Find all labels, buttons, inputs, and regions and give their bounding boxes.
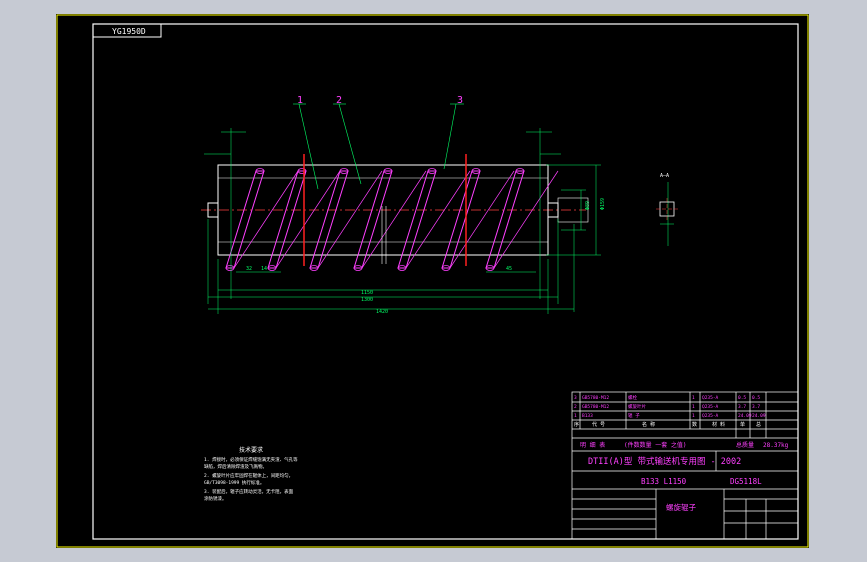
code-left: B133 L1150 <box>641 477 687 486</box>
helix-back-edge-6 <box>449 170 515 269</box>
helix-back-edge-2 <box>275 170 341 269</box>
parts-header-cell: 总 <box>756 421 761 428</box>
parts-cell-code: B133 <box>582 413 593 419</box>
parts-header-cell: 序 <box>574 421 579 428</box>
helix-blade-6 <box>441 170 481 269</box>
parts-header-cell: 材 料 <box>712 421 725 428</box>
helix-turn-7-1 <box>515 168 525 174</box>
helix-back-edge-5 <box>405 170 471 269</box>
parts-cell-name: 螺栓 <box>628 394 637 401</box>
parts-cell-material: Q235-A <box>702 413 719 419</box>
part-number-2: 2 <box>336 95 342 106</box>
helix-turn-1-1 <box>255 168 265 174</box>
parts-cell-code: GB5780-M12 <box>582 395 609 401</box>
parts-cell-unit_weight: 3.7 <box>738 404 746 410</box>
part-name: 螺旋辊子 <box>666 502 696 512</box>
helix-turn-6-1 <box>471 168 481 174</box>
parts-header-cell: 代 号 <box>592 421 605 428</box>
dim-45: 45 <box>506 266 512 272</box>
helix-blade-5 <box>397 170 437 269</box>
helix-turn-4-1 <box>383 168 393 174</box>
dim-14: 14 <box>261 266 267 272</box>
drawing-sheet: YG1950D 1 2 3 <box>56 14 809 548</box>
parts-cell-code: GB5780-M12 <box>582 404 609 410</box>
helix-blade-2 <box>267 170 307 269</box>
parts-cell-total_weight: 3.7 <box>752 404 760 410</box>
dim-1300: 1300 <box>361 297 373 303</box>
helix-back-edge-3 <box>317 170 383 269</box>
part-number-3: 3 <box>457 95 463 106</box>
parts-header-cell: 数 <box>692 421 697 428</box>
drawing-code: YG1950D <box>112 27 146 36</box>
notes-title: 技术要求 <box>239 446 263 454</box>
helix-turn-5-1 <box>427 168 437 174</box>
inner-frame <box>92 23 799 540</box>
parts-cell-no: 1 <box>574 413 577 419</box>
helix-turn-4-2 <box>353 265 363 271</box>
helix-turn-3-2 <box>309 265 319 271</box>
helix-turn-6-2 <box>441 265 451 271</box>
helix-turn-5-2 <box>397 265 407 271</box>
parts-cell-total_weight: 24.09 <box>752 413 766 419</box>
parts-cell-material: Q235-A <box>702 395 719 401</box>
part-number-1: 1 <box>297 95 303 106</box>
helix-back-edge-7 <box>493 170 559 269</box>
drawing-code-box <box>92 23 162 38</box>
parts-notes-qty: (件数数量 一套 之值) <box>624 441 686 449</box>
helix-turn-1-2 <box>225 265 235 271</box>
helix-blade-1 <box>225 170 265 269</box>
note-line-1: 1. 焊接时，必须保证焊缝饱满无夹渣、气孔等 <box>204 456 298 463</box>
note-line-3: 2. 螺旋叶片应牢固焊在辊体上，间距均匀， <box>204 472 293 479</box>
helix-blades <box>225 168 559 271</box>
helix-turn-2-2 <box>267 265 277 271</box>
parts-cell-no: 2 <box>574 404 577 410</box>
note-line-2: 缺陷，焊后清除焊渣及飞溅物。 <box>204 463 267 470</box>
dim-1150: 1150 <box>361 290 373 296</box>
parts-cell-qty: 1 <box>692 395 695 401</box>
parts-cell-total_weight: 0.5 <box>752 395 760 401</box>
parts-cell-name: 辊 子 <box>628 412 640 419</box>
helix-turn-7-2 <box>485 265 495 271</box>
note-line-4: GB/T3098-1999 执行标准。 <box>204 479 264 486</box>
parts-notes-label: 明 细 表 <box>580 441 605 449</box>
note-line-6: 涂防锈漆。 <box>204 495 227 502</box>
parts-header-cell: 单 <box>740 421 745 428</box>
total-weight-value: 28.37kg <box>763 442 789 449</box>
outer-frame <box>56 14 809 548</box>
dim-32: 32 <box>246 266 252 272</box>
title-block-grid <box>571 391 799 540</box>
section-label: A—A <box>660 173 669 179</box>
note-line-5: 3. 装配后，辊子应转动灵活，无卡阻，表面 <box>204 488 294 495</box>
helix-back-edge-4 <box>361 170 427 269</box>
parts-cell-name: 螺旋叶片 <box>628 403 646 410</box>
helix-turn-2-1 <box>297 168 307 174</box>
parts-cell-qty: 1 <box>692 404 695 410</box>
code-right: DG5118L <box>730 477 762 486</box>
helix-blade-7 <box>485 170 525 269</box>
dimension-lines <box>204 128 601 314</box>
parts-header-cell: 名 称 <box>642 421 655 428</box>
dim-phi89: Φ89 <box>585 201 591 210</box>
cad-drawing: YG1950D 1 2 3 <box>56 14 809 548</box>
dim-1420: 1420 <box>376 309 388 315</box>
parts-cell-unit_weight: 0.5 <box>738 395 746 401</box>
parts-cell-qty: 1 <box>692 413 695 419</box>
parts-cell-no: 3 <box>574 395 577 401</box>
helix-back-edge-1 <box>233 170 299 269</box>
left-shaft-end <box>207 202 219 218</box>
dim-phi159: Φ159 <box>600 198 606 210</box>
helix-blade-3 <box>309 170 349 269</box>
parts-cell-material: Q235-A <box>702 404 719 410</box>
series-title: DTII(A)型 带式输送机专用图 - 2002 <box>588 456 741 467</box>
parts-cell-unit_weight: 24.09 <box>738 413 752 419</box>
total-weight-label: 总质量 <box>736 441 754 449</box>
helix-turn-3-1 <box>339 168 349 174</box>
